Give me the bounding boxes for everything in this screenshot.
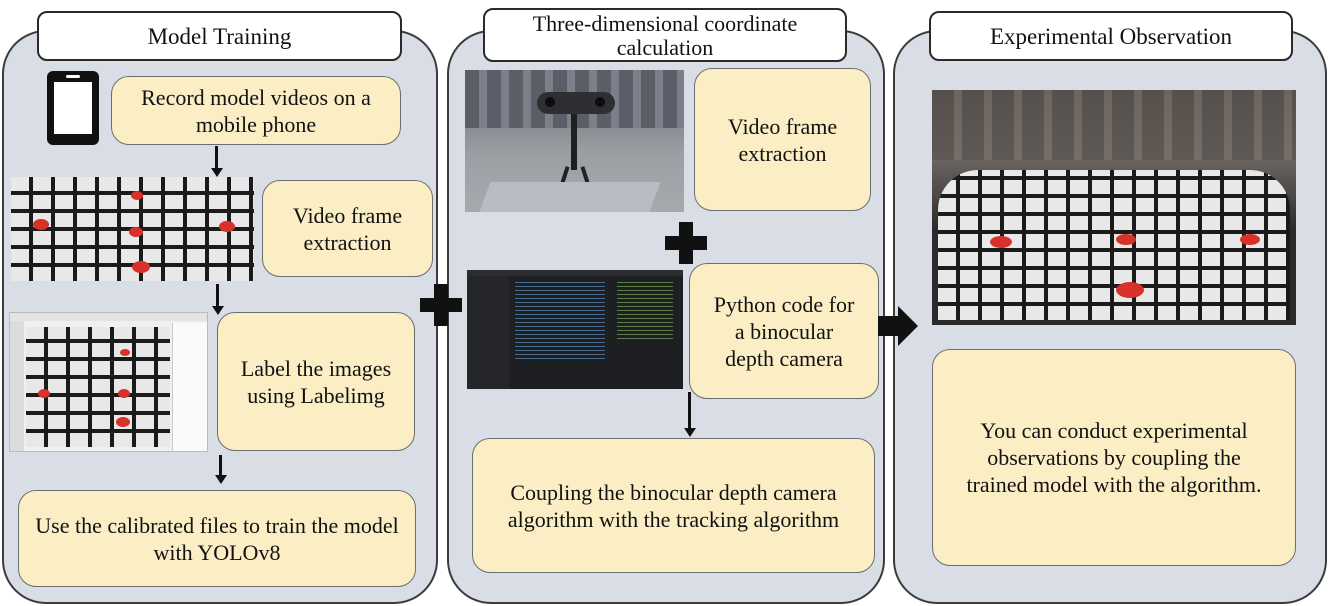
marker-dot <box>1116 234 1136 245</box>
step-video-frame-extraction-2: Video frame extraction <box>694 68 871 211</box>
down-arrow-icon <box>219 455 222 477</box>
step-label-images: Label the images using Labelimg <box>217 312 415 451</box>
step-record-videos: Record model videos on a mobile phone <box>111 76 401 145</box>
labelimg-screenshot <box>9 312 208 452</box>
experiment-observation-photo <box>932 90 1296 325</box>
step-video-frame-extraction: Video frame extraction <box>262 180 433 277</box>
marker-dot <box>116 417 130 427</box>
right-arrow-icon <box>878 306 918 346</box>
step-train-yolov8: Use the calibrated files to train the mo… <box>18 490 416 587</box>
marker-dot <box>38 389 50 398</box>
plus-icon <box>420 284 462 326</box>
marker-dot <box>1240 234 1260 245</box>
marker-dot <box>990 236 1012 248</box>
down-arrow-icon <box>215 146 218 170</box>
down-arrow-icon <box>683 428 696 437</box>
down-arrow-icon <box>211 306 224 315</box>
step-experimental-observation: You can conduct experimental observation… <box>932 349 1296 566</box>
marker-dot <box>132 261 150 273</box>
panel-title-experimental-observation: Experimental Observation <box>929 11 1293 61</box>
grid-frame-photo <box>11 177 254 281</box>
smartphone-icon <box>47 71 99 145</box>
step-coupling-algorithms: Coupling the binocular depth camera algo… <box>472 438 875 573</box>
down-arrow-icon <box>688 392 691 430</box>
down-arrow-icon <box>216 284 219 308</box>
depth-camera-photo <box>465 70 684 212</box>
panel-title-model-training: Model Training <box>37 11 402 61</box>
down-arrow-icon <box>214 475 227 484</box>
marker-dot <box>120 349 130 356</box>
marker-dot <box>129 227 143 237</box>
python-code-screenshot <box>467 270 683 389</box>
marker-dot <box>118 389 130 398</box>
marker-dot <box>33 219 49 230</box>
step-python-code: Python code for a binocular depth camera <box>689 263 879 399</box>
marker-dot <box>219 221 235 232</box>
plus-icon <box>665 222 707 264</box>
marker-dot <box>1116 282 1144 298</box>
marker-dot <box>131 191 143 200</box>
panel-title-coordinate-calculation: Three-dimensional coordinate calculation <box>483 8 847 62</box>
down-arrow-icon <box>210 168 223 177</box>
